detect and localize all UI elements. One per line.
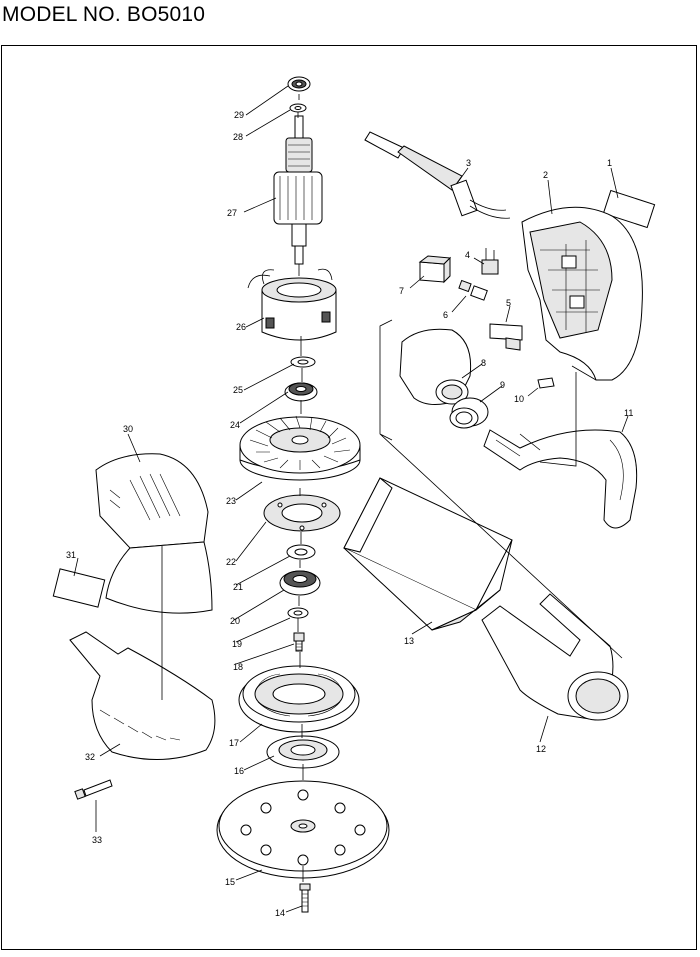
- part-5-brush-cap: [489, 323, 523, 351]
- label-28: 28: [233, 132, 243, 142]
- part-28-washer: [289, 103, 307, 113]
- part-8-motor-cover: [399, 328, 472, 405]
- label-14: 14: [275, 908, 285, 918]
- label-26: 26: [236, 322, 246, 332]
- label-15: 15: [225, 877, 235, 887]
- part-20-bearing: [279, 570, 321, 596]
- part-11-cover: [483, 429, 638, 529]
- label-4: 4: [465, 250, 470, 260]
- part-30-handle: [95, 453, 213, 614]
- part-6-carbon-brush: [458, 279, 488, 301]
- part-12-dust-nozzle: [481, 593, 629, 721]
- label-32: 32: [85, 752, 95, 762]
- label-9: 9: [500, 380, 505, 390]
- label-19: 19: [232, 639, 242, 649]
- part-26-field: [247, 268, 337, 341]
- part-1-label: [602, 189, 656, 229]
- part-19-washer: [287, 607, 309, 619]
- model-title: MODEL NO. BO5010: [2, 3, 206, 26]
- label-7: 7: [399, 286, 404, 296]
- part-25-baffle: [290, 356, 316, 368]
- part-7-switch: [418, 255, 452, 284]
- label-18: 18: [233, 662, 243, 672]
- label-27: 27: [227, 208, 237, 218]
- label-21: 21: [233, 582, 243, 592]
- part-14-bolt: [299, 883, 311, 913]
- label-16: 16: [234, 766, 244, 776]
- part-16-ring: [266, 735, 340, 769]
- part-31-label: [52, 568, 106, 608]
- label-11: 11: [624, 408, 633, 418]
- part-10-clip: [537, 377, 555, 389]
- label-23: 23: [226, 496, 236, 506]
- label-12: 12: [536, 744, 546, 754]
- part-4-brush-holder: [481, 259, 499, 275]
- part-23-fan: [239, 415, 361, 481]
- exploded-parts-diagram: 1 2 3 4 5 6 7 8 9 10 11 12 13 14 15 16 1…: [1, 45, 697, 950]
- label-2: 2: [543, 170, 548, 180]
- part-18-bolt: [293, 632, 305, 652]
- label-6: 6: [443, 310, 448, 320]
- part-24-bearing: [284, 382, 318, 402]
- label-17: 17: [229, 738, 239, 748]
- part-27-armature: [273, 115, 323, 265]
- label-29: 29: [234, 110, 244, 120]
- callout-leaders: [73, 85, 629, 913]
- part-13-dust-bag: [343, 477, 513, 631]
- label-3: 3: [466, 158, 471, 168]
- label-1: 1: [607, 158, 612, 168]
- part-29-bearing: [287, 76, 311, 92]
- part-17-rubber-ring: [238, 665, 360, 733]
- assembly-lines: [161, 94, 623, 882]
- label-8: 8: [481, 358, 486, 368]
- part-9-ring: [449, 397, 489, 429]
- label-33: 33: [92, 835, 102, 845]
- label-20: 20: [230, 616, 240, 626]
- part-21-washer: [286, 544, 316, 560]
- part-22-plate: [263, 494, 341, 532]
- label-24: 24: [230, 420, 240, 430]
- part-32-pad-guard: [69, 631, 216, 760]
- label-10: 10: [514, 394, 524, 404]
- label-25: 25: [233, 385, 243, 395]
- label-30: 30: [123, 424, 133, 434]
- label-31: 31: [66, 550, 76, 560]
- label-22: 22: [226, 557, 236, 567]
- part-33-screw: [74, 779, 113, 800]
- label-5: 5: [506, 298, 511, 308]
- part-number-labels: 1 2 3 4 5 6 7 8 9 10 11 12 13 14 15 16 1…: [66, 110, 633, 918]
- part-2-housing: [521, 206, 643, 381]
- label-13: 13: [404, 636, 414, 646]
- part-15-pad: [216, 780, 390, 879]
